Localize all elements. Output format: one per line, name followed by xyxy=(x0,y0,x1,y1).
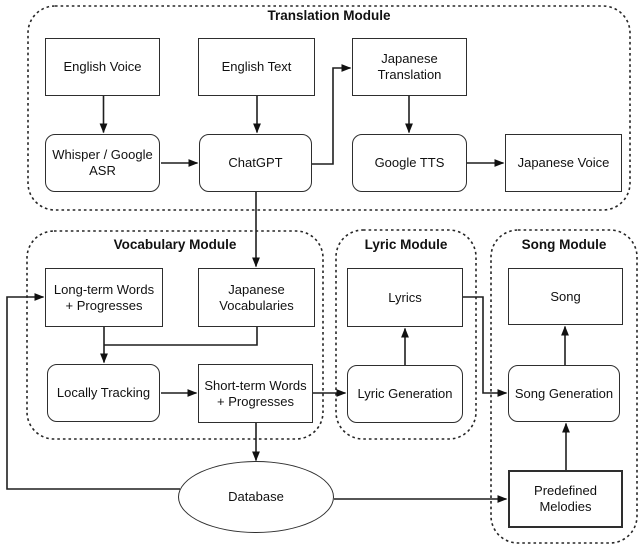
song-module-border xyxy=(490,229,638,544)
node-short-term-words: Short-term Words + Progresses xyxy=(198,364,313,423)
node-label: Japanese Voice xyxy=(517,155,610,171)
node-japanese-translation: Japanese Translation xyxy=(352,38,467,96)
node-japanese-vocabularies: Japanese Vocabularies xyxy=(198,268,315,327)
node-song: Song xyxy=(508,268,623,325)
node-label: Lyrics xyxy=(388,289,422,305)
edge-lyrics-to-song-generation xyxy=(463,296,508,397)
node-label: Song Generation xyxy=(514,385,614,401)
node-japanese-voice: Japanese Voice xyxy=(505,134,622,192)
node-label: Japanese Vocabularies xyxy=(219,281,294,313)
node-database: Database xyxy=(178,461,334,533)
module-title-lyric: Lyric Module xyxy=(364,237,448,252)
node-lyrics: Lyrics xyxy=(347,268,463,327)
node-chatgpt: ChatGPT xyxy=(199,134,312,192)
node-lyric-generation: Lyric Generation xyxy=(347,365,463,423)
node-google-tts: Google TTS xyxy=(352,134,467,192)
edge-database-to-long-term-words xyxy=(6,293,180,490)
node-label: Google TTS xyxy=(374,155,445,171)
node-english-text: English Text xyxy=(198,38,315,96)
node-english-voice: English Voice xyxy=(45,38,160,96)
node-song-generation: Song Generation xyxy=(508,365,620,422)
edge-chatgpt-to-japanese-translation xyxy=(312,64,352,165)
module-title-vocabulary: Vocabulary Module xyxy=(113,237,237,252)
node-label: English Text xyxy=(221,59,292,75)
node-label: Long-term Words + Progresses xyxy=(53,281,155,313)
node-label: ChatGPT xyxy=(228,155,283,171)
node-predefined-melodies: Predefined Melodies xyxy=(508,470,623,528)
module-title-song: Song Module xyxy=(521,237,607,252)
node-locally-tracking: Locally Tracking xyxy=(47,364,160,422)
node-label: Lyric Generation xyxy=(357,386,453,402)
node-label: Whisper / Google ASR xyxy=(52,147,153,178)
node-label: Short-term Words + Progresses xyxy=(204,377,307,409)
edge-japanese-vocabularies-junction xyxy=(104,327,258,346)
node-label: Japanese Translation xyxy=(377,51,442,82)
node-long-term-words: Long-term Words + Progresses xyxy=(45,268,163,327)
node-label: Database xyxy=(228,489,284,505)
node-label: Locally Tracking xyxy=(56,385,151,401)
node-label: Song xyxy=(550,288,581,304)
node-label: English Voice xyxy=(63,59,142,75)
vocabulary-module-border xyxy=(26,230,324,440)
node-whisper-google-asr: Whisper / Google ASR xyxy=(45,134,160,192)
module-title-translation: Translation Module xyxy=(267,8,391,23)
node-label: Predefined Melodies xyxy=(534,483,597,514)
